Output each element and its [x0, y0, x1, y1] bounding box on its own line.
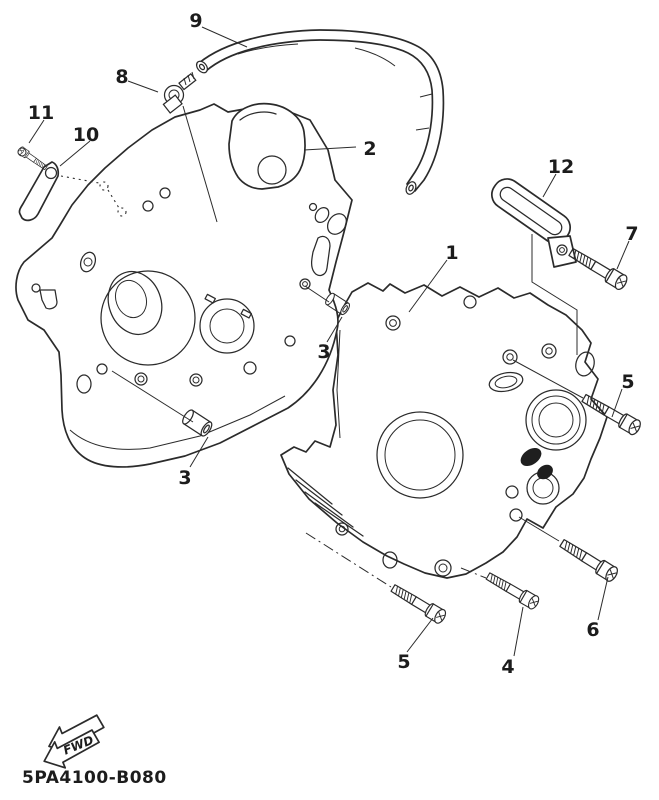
- callout-11: 11: [28, 102, 54, 124]
- crankcase-half-right: [280, 282, 608, 579]
- callout-8: 8: [115, 66, 128, 88]
- callout-3: 3: [317, 341, 330, 363]
- breather-joint: [162, 71, 218, 223]
- callout-6: 6: [586, 619, 599, 641]
- flange-bolt-11: [16, 145, 49, 172]
- leader-lines: [28, 26, 630, 657]
- callout-1: 1: [445, 242, 458, 264]
- stay-plate: [18, 161, 60, 222]
- callout-9: 9: [189, 10, 202, 32]
- callout-3: 3: [178, 467, 191, 489]
- callout-2: 2: [363, 138, 376, 160]
- fwd-arrow-icon: FWD: [43, 714, 105, 769]
- callout-10: 10: [73, 124, 99, 146]
- diagram-code: 5PA4100-B080: [22, 768, 167, 788]
- callout-7: 7: [625, 223, 638, 245]
- callout-4: 4: [501, 656, 514, 678]
- callout-labels: 9 8 11 10 2 12 7 1 3 5 3 6 5 4: [28, 10, 639, 678]
- callout-5: 5: [621, 371, 634, 393]
- callout-5: 5: [397, 651, 410, 673]
- crankcase-cover: [228, 102, 306, 190]
- callout-12: 12: [548, 156, 574, 178]
- breather-hose: [195, 29, 445, 195]
- breather-bracket: [491, 178, 577, 268]
